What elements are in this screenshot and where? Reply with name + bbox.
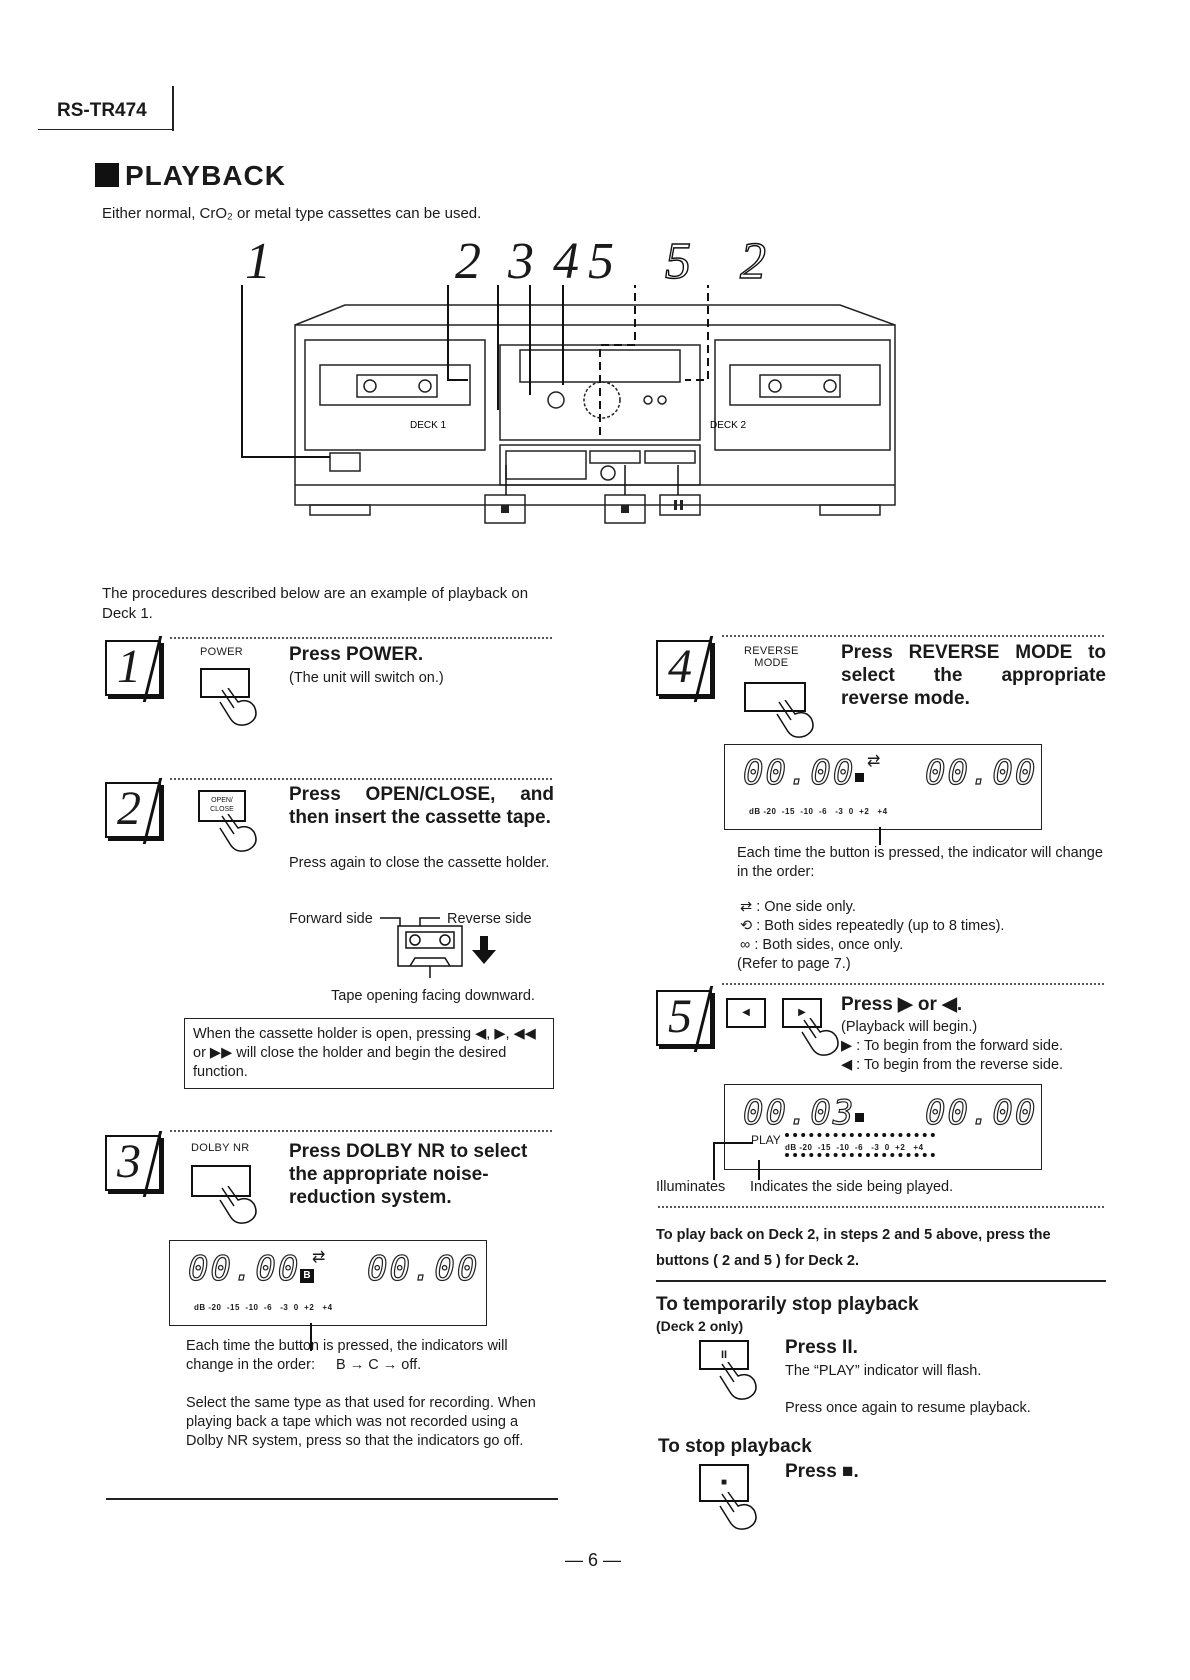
step5-body2: ▶ : To begin from the forward side. bbox=[841, 1038, 1064, 1054]
step-number-4: 4 bbox=[656, 636, 714, 702]
dolby-order-seq: B → C → off. bbox=[336, 1357, 422, 1373]
callout-5: 5 bbox=[588, 233, 614, 290]
pause-body1: The “PLAY” indicator will flash. bbox=[785, 1363, 982, 1379]
lcd-display-reverse: 00.00 00.00 ⇄ dB -20 -15 -10 -6 -3 0 +2 … bbox=[724, 744, 1042, 830]
section-title: PLAYBACK bbox=[95, 160, 286, 192]
level-meter-scale: dB -20 -15 -10 -6 -3 0 +2 +4 bbox=[785, 1143, 924, 1152]
step4-title: Press REVERSE MODE to select the appropr… bbox=[841, 642, 1106, 709]
step-divider bbox=[170, 778, 552, 780]
pointer-line bbox=[879, 827, 881, 845]
tape-caption: Tape opening facing downward. bbox=[331, 988, 535, 1004]
step2-body: Press again to close the cassette holder… bbox=[289, 855, 550, 871]
deck2-note: To play back on Deck 2, in steps 2 and 5… bbox=[656, 1227, 1051, 1269]
legend-once: ∞ : Both sides, once only. bbox=[740, 937, 904, 953]
deck1-label: DECK 1 bbox=[410, 420, 447, 431]
callout-5-deck2: 5 bbox=[664, 232, 691, 290]
illuminates-label: Illuminates bbox=[656, 1179, 726, 1195]
hand-press-icon bbox=[776, 700, 814, 738]
dolby-nr-button[interactable] bbox=[191, 1165, 251, 1197]
column-end-rule bbox=[106, 1498, 558, 1500]
step5-body1: (Playback will begin.) bbox=[841, 1019, 978, 1035]
rule bbox=[656, 1280, 1106, 1282]
step5-body3: ◀ : To begin from the reverse side. bbox=[841, 1057, 1064, 1073]
hand-press-icon bbox=[219, 1186, 257, 1224]
dolby-button-label: DOLBY NR bbox=[191, 1142, 250, 1154]
square-bullet-icon bbox=[95, 163, 119, 187]
legend-one-side: ⇄ : One side only. bbox=[740, 899, 856, 915]
legend-repeat: ⟲ : Both sides repeatedly (up to 8 times… bbox=[740, 918, 1005, 934]
pause-action: Press II. bbox=[785, 1337, 858, 1358]
reverse-play-button[interactable]: ◀ bbox=[726, 998, 766, 1028]
hand-press-icon bbox=[219, 814, 257, 852]
step1-title: Press POWER. bbox=[289, 644, 424, 665]
hand-press-icon bbox=[801, 1018, 839, 1056]
step-number-1: 1 bbox=[105, 636, 163, 702]
stop-action: Press ■. bbox=[785, 1461, 859, 1482]
callout-1: 1 bbox=[245, 233, 271, 290]
header-divider bbox=[172, 86, 174, 131]
lcd-display-dolby: 00.00 00.00 B ⇄ dB -20 -15 -10 -6 -3 0 +… bbox=[169, 1240, 487, 1326]
step-divider bbox=[658, 1206, 1104, 1208]
reverse-side-label: Reverse side bbox=[447, 911, 532, 927]
pause-subtitle: (Deck 2 only) bbox=[656, 1318, 744, 1334]
level-meter-scale: dB -20 -15 -10 -6 -3 0 +2 +4 bbox=[194, 1303, 333, 1312]
step-divider bbox=[170, 1130, 552, 1132]
section-subtitle: Either normal, CrO₂ or metal type casset… bbox=[102, 205, 482, 222]
forward-side-label: Forward side bbox=[289, 911, 373, 927]
deck2-label: DECK 2 bbox=[710, 420, 747, 431]
dolby-note: Select the same type as that used for re… bbox=[186, 1395, 536, 1449]
holder-note-box: When the cassette holder is open, pressi… bbox=[184, 1018, 554, 1089]
pointer-line bbox=[310, 1323, 312, 1351]
refer-page: (Refer to page 7.) bbox=[737, 956, 851, 972]
step-divider bbox=[722, 983, 1104, 985]
step-divider bbox=[170, 637, 552, 639]
callout-2-deck2: 2 bbox=[739, 232, 766, 290]
step3-title: Press DOLBY NR to select the appropriate… bbox=[289, 1141, 528, 1208]
hand-press-icon bbox=[219, 688, 257, 726]
pause-body2: Press once again to resume playback. bbox=[785, 1400, 1031, 1416]
cassette-illustration bbox=[380, 917, 496, 978]
hand-press-icon bbox=[719, 1492, 757, 1530]
pause-button[interactable]: II bbox=[699, 1340, 749, 1370]
indicates-label: Indicates the side being played. bbox=[750, 1179, 954, 1195]
pause-section-title: To temporarily stop playback bbox=[656, 1294, 919, 1315]
reverse-mode-button[interactable] bbox=[744, 682, 806, 712]
callout-4: 4 bbox=[553, 233, 579, 290]
lcd-display-play: 00.03 00.00 PLAY dB -20 -15 -10 -6 -3 0 … bbox=[724, 1084, 1042, 1170]
callout-3: 3 bbox=[508, 233, 534, 290]
dolby-b-indicator: B bbox=[300, 1269, 314, 1283]
intro-text: The procedures described below are an ex… bbox=[102, 585, 529, 622]
header-rule bbox=[38, 129, 173, 130]
cassette-deck-diagram: DECK 1 DECK 2 bbox=[241, 285, 896, 524]
step5-title: Press ▶ or ◀. bbox=[841, 994, 963, 1015]
step-divider bbox=[722, 635, 1104, 637]
level-meter-scale: dB -20 -15 -10 -6 -3 0 +2 +4 bbox=[749, 807, 888, 816]
page-number: — 6 — bbox=[565, 1550, 622, 1570]
play-indicator: PLAY bbox=[751, 1133, 781, 1147]
hand-press-icon bbox=[719, 1362, 757, 1400]
stop-button[interactable]: ■ bbox=[699, 1464, 749, 1502]
step-number-2: 2 bbox=[105, 778, 163, 844]
reverse-mode-icon: ⇄ bbox=[867, 753, 881, 770]
reverse-order-text: Each time the button is pressed, the ind… bbox=[737, 845, 1103, 880]
dolby-order-text: Each time the button is pressed, the ind… bbox=[186, 1338, 508, 1373]
power-button[interactable] bbox=[200, 668, 250, 698]
stop-section-title: To stop playback bbox=[658, 1436, 812, 1457]
power-button-label: POWER bbox=[200, 646, 244, 658]
callout-2: 2 bbox=[455, 233, 481, 290]
step-number-5: 5 bbox=[656, 986, 714, 1052]
step1-body: (The unit will switch on.) bbox=[289, 670, 444, 686]
forward-play-button[interactable]: ▶ bbox=[782, 998, 822, 1028]
step2-title: Press OPEN/CLOSE, and then insert the ca… bbox=[289, 784, 554, 828]
reverse-mode-icon: ⇄ bbox=[312, 1249, 326, 1266]
model-number: RS-TR474 bbox=[57, 100, 147, 121]
step-number-3: 3 bbox=[105, 1131, 163, 1197]
